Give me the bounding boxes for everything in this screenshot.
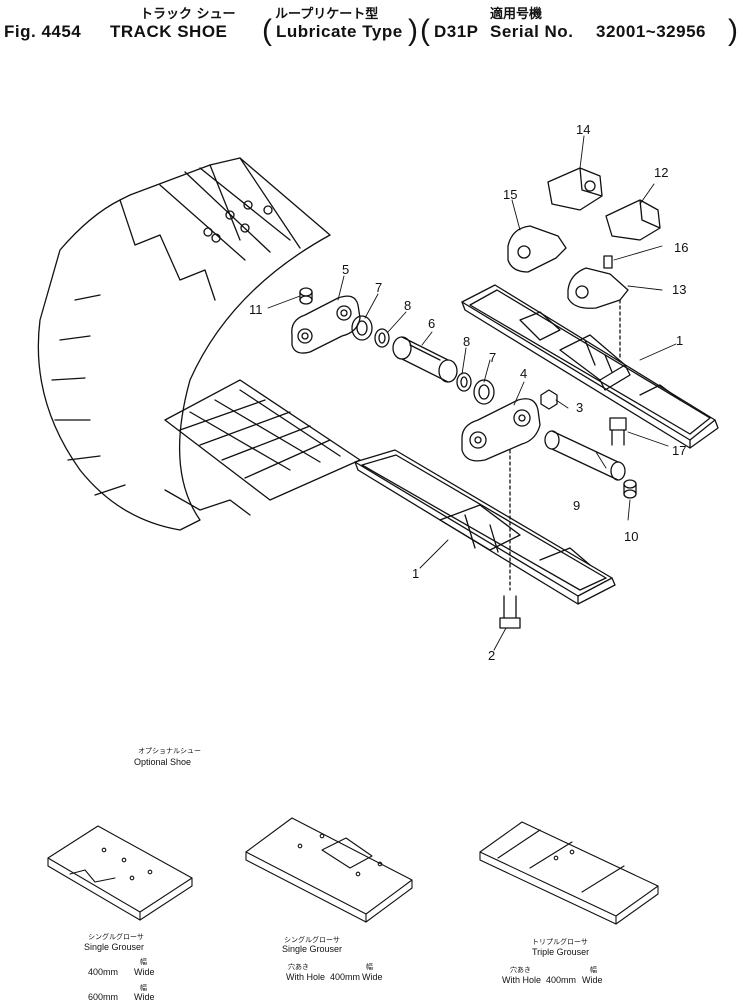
callout-1-lower: 1 (412, 566, 420, 581)
jp-type: ループリケート型 (275, 7, 379, 22)
callout-2: 2 (488, 648, 496, 663)
callout-14: 14 (576, 122, 591, 137)
link-part-15 (507, 225, 567, 273)
callout-15: 15 (503, 187, 518, 202)
shoe1-w2-label: Wide (134, 992, 155, 1002)
shoe3-wide-jp: 幅 (590, 966, 597, 974)
track-shoe-lower (354, 449, 616, 605)
paren-open: ( (262, 14, 273, 47)
master-link-part-13 (567, 267, 629, 361)
callout-5: 5 (342, 262, 350, 277)
callout-9: 9 (573, 498, 581, 513)
lubricate-type: Lubricate Type (276, 22, 403, 41)
paren-close-2: ) (728, 14, 739, 47)
figure-number: Fig. 4454 (4, 22, 82, 41)
shoe2-hole: With Hole (286, 972, 326, 982)
shoe1-w1-label: Wide (134, 967, 155, 977)
shoe2-wide-jp: 幅 (366, 963, 373, 971)
optional-heading-jp: オプショナルシュー (138, 747, 201, 755)
nut-part-3 (540, 389, 558, 410)
shoe2-size: 400mm (330, 972, 361, 982)
shoe3-name: Triple Grouser (532, 947, 590, 957)
optional-shoe-3 (479, 821, 659, 925)
link-part-5 (291, 295, 361, 354)
seal-parts (351, 315, 495, 405)
link-part-4 (461, 398, 541, 462)
callout-8-right: 8 (463, 334, 471, 349)
callout-8-left: 8 (404, 298, 412, 313)
optional-shoe-1 (47, 825, 193, 921)
shoe1-w2-jp: 幅 (140, 984, 147, 992)
shoe3-hole-jp: 穴あき (510, 966, 531, 974)
shoe1-w1-size: 400mm (88, 967, 119, 977)
paren-close: ) (408, 14, 419, 47)
bolt-part-17 (609, 417, 627, 446)
paren-open-2: ( (420, 14, 431, 47)
shoe3-hole: With Hole (502, 975, 542, 985)
shoe3-size: 400mm (546, 975, 577, 985)
spacer-part-10 (623, 479, 637, 499)
callout-6: 6 (428, 316, 436, 331)
callout-4: 4 (520, 366, 528, 381)
optional-shoe-2 (245, 817, 413, 923)
shoe2-name-jp: シングルグローサ (284, 936, 340, 944)
shoe2-name: Single Grouser (282, 944, 343, 954)
pin-part-9 (544, 430, 626, 481)
shoe1-name-jp: シングルグローサ (88, 933, 144, 941)
plug-part-11 (299, 287, 313, 305)
callout-17: 17 (672, 443, 687, 458)
shoe1-w2-size: 600mm (88, 992, 119, 1002)
callout-12: 12 (654, 165, 669, 180)
callout-16: 16 (674, 240, 689, 255)
callout-13: 13 (672, 282, 687, 297)
callout-11: 11 (249, 302, 263, 317)
optional-heading: Optional Shoe (134, 757, 192, 767)
shoe3-label: Wide (582, 975, 603, 985)
jp-title: トラック シュー (140, 7, 236, 22)
track-assembly (37, 157, 361, 531)
callout-7-right: 7 (489, 350, 497, 365)
shoe1-name: Single Grouser (84, 942, 145, 952)
link-part-12 (605, 199, 661, 241)
model-name: D31P (434, 22, 479, 41)
figure-title: TRACK SHOE (110, 22, 228, 41)
callout-10: 10 (624, 529, 639, 544)
callout-3: 3 (576, 400, 584, 415)
track-shoe-upper (461, 284, 719, 449)
callout-7-left: 7 (375, 280, 383, 295)
figure-header: トラック シュー ループリケート型 適用号機 Fig. 4454 TRACK S… (0, 0, 743, 48)
shoe1-w1-jp: 幅 (140, 958, 147, 966)
shoe2-hole-jp: 穴あき (288, 963, 309, 971)
leader-lines (267, 135, 677, 651)
shoe2-label: Wide (362, 972, 383, 982)
shoe3-name-jp: トリプルグローサ (532, 938, 588, 946)
callout-1-upper: 1 (676, 333, 684, 348)
pin-part-16 (603, 255, 613, 269)
bolt-part-2 (499, 449, 521, 629)
serial-range: 32001~32956 (596, 22, 706, 41)
serial-label: Serial No. (490, 22, 574, 41)
bushing-part-6 (392, 336, 458, 383)
jp-applicable-models: 適用号機 (490, 7, 543, 22)
